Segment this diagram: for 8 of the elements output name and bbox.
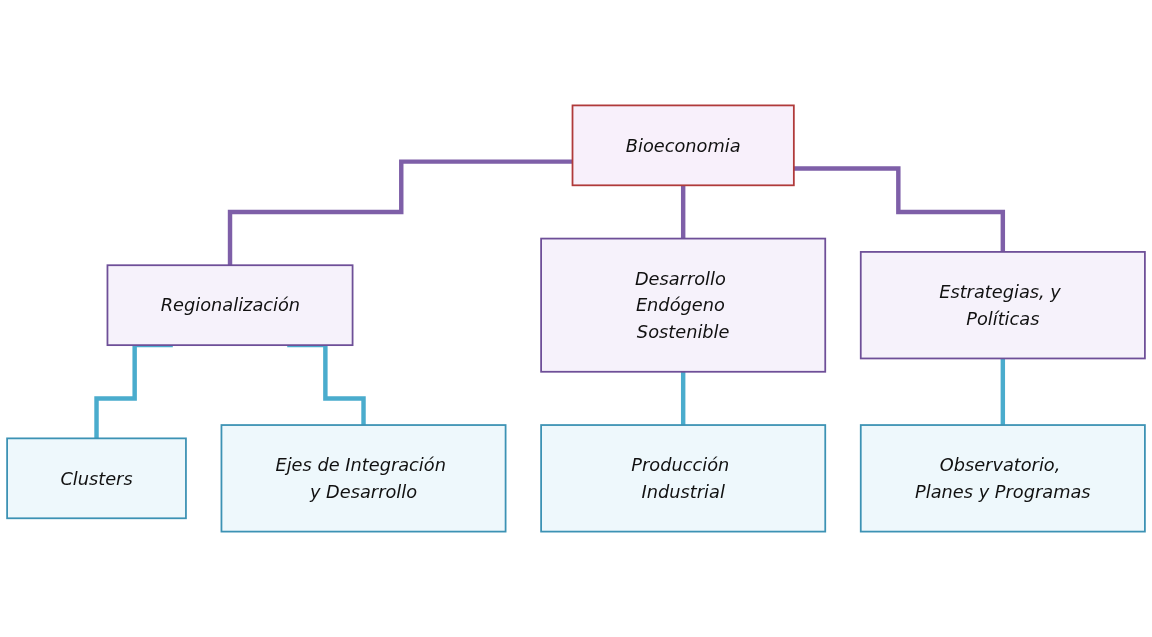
node-box: Producción Industrial (540, 424, 827, 533)
node-box: Desarrollo Endógeno Sostenible (540, 237, 827, 373)
node-box: Regionalización (106, 264, 354, 347)
node-box: Observatorio, Planes y Programas (859, 424, 1146, 533)
node-box: Ejes de Integración y Desarrollo (220, 424, 507, 533)
node-box: Clusters (6, 437, 187, 520)
node-box: Bioeconomia (571, 104, 795, 187)
node-box: Estrategias, y Políticas (859, 251, 1146, 360)
